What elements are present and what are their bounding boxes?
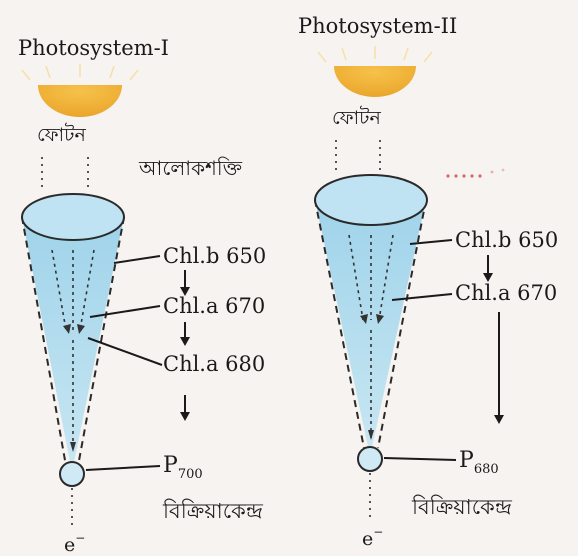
sun-icon [22, 64, 138, 117]
panel-photosystem-2: Photosystem-II ফোটন [298, 14, 558, 550]
sun-icon [318, 46, 432, 97]
panel-photosystem-1: Photosystem-I ফোটন আলোকশক্তি [18, 36, 266, 556]
reaction-center-label: বিক্রিয়াকেন্দ্র [162, 499, 264, 523]
accent-dots [446, 169, 504, 178]
antenna-cone [22, 194, 124, 472]
pigment-chla-680: Chl.a 680 [163, 352, 265, 376]
panel-title: Photosystem-II [298, 14, 457, 38]
pigment-chla-670: Chl.a 670 [163, 294, 265, 318]
electron-label: e− [362, 525, 383, 550]
pigment-chla-670: Chl.a 670 [455, 281, 557, 305]
pigment-chlb-650: Chl.b 650 [163, 244, 266, 268]
antenna-cone [315, 175, 427, 456]
photon-label: ফোটন [332, 106, 381, 129]
panel-title: Photosystem-I [18, 36, 169, 60]
photon-paths [42, 157, 88, 188]
electron-label: e− [64, 531, 85, 556]
photon-label: ফোটন [37, 123, 86, 146]
pigment-chlb-650: Chl.b 650 [455, 228, 558, 252]
transfer-arrows [488, 255, 499, 418]
reaction-center-name: P680 [459, 448, 499, 477]
reaction-center-circle [358, 447, 382, 471]
reaction-center-name: P700 [163, 453, 203, 482]
reaction-center-circle [60, 462, 84, 486]
reaction-center-label: বিক্রিয়াকেন্দ্র [411, 495, 513, 519]
photon-paths [336, 140, 380, 172]
light-energy-label: আলোকশক্তি [138, 156, 243, 180]
